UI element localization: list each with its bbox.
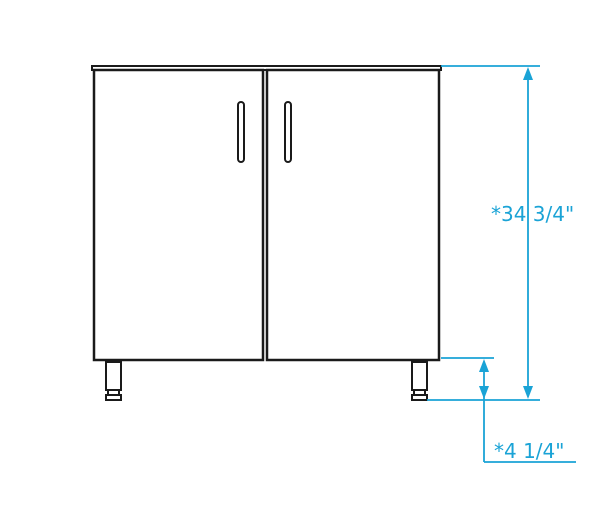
right-leg — [411, 361, 428, 401]
dimension-lines — [427, 65, 576, 463]
height-dimension-line — [523, 67, 533, 399]
leg-dimension-line — [479, 359, 576, 463]
cabinet-legs — [105, 361, 428, 401]
right-door-handle — [284, 101, 292, 163]
left-leg — [105, 361, 122, 401]
leg-dimension-label: *4 1/4" — [494, 439, 564, 463]
left-door — [92, 68, 265, 362]
right-door — [265, 68, 441, 362]
left-door-handle — [237, 101, 245, 163]
cabinet-body — [91, 65, 442, 362]
height-dimension-label: *34 3/4" — [491, 202, 574, 226]
